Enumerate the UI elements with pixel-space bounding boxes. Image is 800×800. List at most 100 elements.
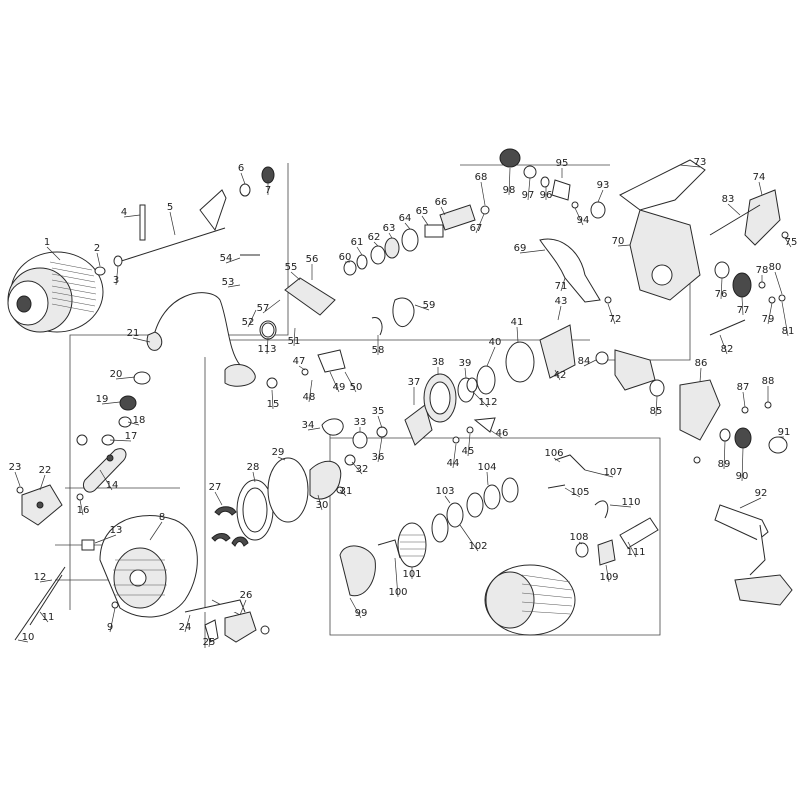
leader-line-110 bbox=[609, 504, 632, 508]
small-rings bbox=[261, 322, 478, 393]
part-label-80: 80 bbox=[769, 262, 782, 273]
part-label-46: 46 bbox=[496, 428, 509, 439]
rings-28-29 bbox=[236, 457, 309, 541]
leader-line-102 bbox=[459, 524, 479, 552]
leader-line-21 bbox=[132, 337, 151, 343]
leader-line-49 bbox=[329, 371, 340, 393]
leader-line-9 bbox=[109, 607, 116, 633]
leader-line-66 bbox=[440, 206, 446, 216]
leader-line-67 bbox=[475, 213, 485, 234]
part-label-62: 62 bbox=[368, 232, 381, 243]
part-label-52: 52 bbox=[242, 317, 255, 328]
part-label-109: 109 bbox=[599, 572, 618, 583]
leader-line-54 bbox=[225, 257, 241, 264]
leader-line-47 bbox=[298, 365, 306, 371]
part-label-2: 2 bbox=[94, 243, 100, 254]
leader-line-87 bbox=[742, 391, 746, 408]
part-label-77: 77 bbox=[737, 305, 750, 316]
part-label-98: 98 bbox=[503, 185, 516, 196]
leader-line-17 bbox=[109, 439, 132, 442]
part-label-79: 79 bbox=[762, 314, 775, 325]
leader-line-106 bbox=[553, 457, 561, 463]
leader-line-50 bbox=[344, 371, 357, 393]
roller-parts bbox=[76, 371, 151, 446]
leader-line-81 bbox=[781, 301, 789, 337]
part-label-76: 76 bbox=[715, 289, 728, 300]
part-label-61: 61 bbox=[351, 237, 364, 248]
leader-line-30 bbox=[317, 494, 323, 511]
part-label-13: 13 bbox=[110, 525, 123, 536]
leader-line-84 bbox=[583, 359, 597, 367]
leader-line-68 bbox=[480, 181, 486, 206]
leader-line-25 bbox=[208, 637, 211, 648]
leader-line-6 bbox=[240, 172, 246, 185]
leader-line-5 bbox=[169, 211, 176, 236]
part-label-7: 7 bbox=[265, 185, 271, 196]
part-label-67: 67 bbox=[470, 223, 483, 234]
part-label-69: 69 bbox=[514, 243, 527, 254]
part-label-105: 105 bbox=[570, 487, 589, 498]
leader-line-63 bbox=[388, 232, 393, 239]
part-label-60: 60 bbox=[339, 252, 352, 263]
part-label-63: 63 bbox=[383, 223, 396, 234]
leader-line-20 bbox=[115, 376, 136, 380]
leader-line-75 bbox=[784, 237, 792, 248]
part-label-78: 78 bbox=[756, 265, 769, 276]
part-label-64: 64 bbox=[399, 213, 412, 224]
leader-line-55 bbox=[290, 271, 301, 281]
part-label-25: 25 bbox=[203, 637, 216, 648]
part-label-28: 28 bbox=[247, 462, 260, 473]
part-label-26: 26 bbox=[240, 590, 253, 601]
part-label-55: 55 bbox=[285, 262, 298, 273]
spare-spool-assembly bbox=[339, 454, 659, 636]
part-label-47: 47 bbox=[293, 356, 306, 367]
leader-line-64 bbox=[404, 222, 411, 230]
leader-line-89 bbox=[723, 440, 726, 470]
leader-line-4 bbox=[123, 214, 141, 218]
leader-line-99 bbox=[349, 597, 362, 619]
leader-line-79 bbox=[767, 302, 773, 325]
misc-left-parts bbox=[16, 486, 270, 643]
leader-line-51 bbox=[293, 327, 296, 347]
part-label-15: 15 bbox=[267, 399, 280, 410]
leader-line-40 bbox=[486, 346, 496, 367]
leader-line-71 bbox=[560, 277, 566, 292]
leader-line-1 bbox=[46, 246, 61, 261]
part-label-56: 56 bbox=[306, 254, 319, 265]
part-label-96: 96 bbox=[540, 190, 553, 201]
part-label-58: 58 bbox=[372, 345, 385, 356]
part-label-88: 88 bbox=[762, 376, 775, 387]
part-label-48: 48 bbox=[303, 392, 316, 403]
leader-line-86 bbox=[699, 367, 702, 383]
part-label-24: 24 bbox=[179, 622, 192, 633]
leader-line-72 bbox=[607, 303, 616, 325]
part-label-27: 27 bbox=[209, 482, 222, 493]
bail-rod bbox=[14, 566, 66, 641]
leader-line-52 bbox=[247, 309, 257, 328]
part-label-82: 82 bbox=[721, 344, 734, 355]
part-label-16: 16 bbox=[77, 505, 90, 516]
leader-line-107 bbox=[584, 469, 614, 478]
part-label-51: 51 bbox=[288, 336, 301, 347]
leader-line-34 bbox=[307, 427, 321, 431]
main-shaft bbox=[94, 189, 227, 276]
part-label-103: 103 bbox=[435, 486, 454, 497]
top-parts bbox=[480, 148, 606, 219]
part-label-75: 75 bbox=[785, 237, 798, 248]
leader-line-93 bbox=[597, 189, 604, 203]
part-label-32: 32 bbox=[356, 464, 369, 475]
leader-line-108 bbox=[578, 541, 583, 545]
leader-line-12 bbox=[39, 579, 53, 583]
leader-line-90 bbox=[741, 447, 744, 482]
part-label-95: 95 bbox=[556, 158, 569, 169]
part-label-71: 71 bbox=[555, 281, 568, 292]
part-label-9: 9 bbox=[107, 622, 113, 633]
part-label-106: 106 bbox=[544, 448, 563, 459]
leader-line-97 bbox=[527, 177, 531, 201]
leader-line-18 bbox=[127, 421, 140, 426]
part-label-6: 6 bbox=[238, 163, 244, 174]
part-label-22: 22 bbox=[39, 465, 52, 476]
leader-line-80 bbox=[774, 271, 783, 295]
part-label-8: 8 bbox=[159, 512, 165, 523]
part-label-113: 113 bbox=[257, 344, 276, 355]
